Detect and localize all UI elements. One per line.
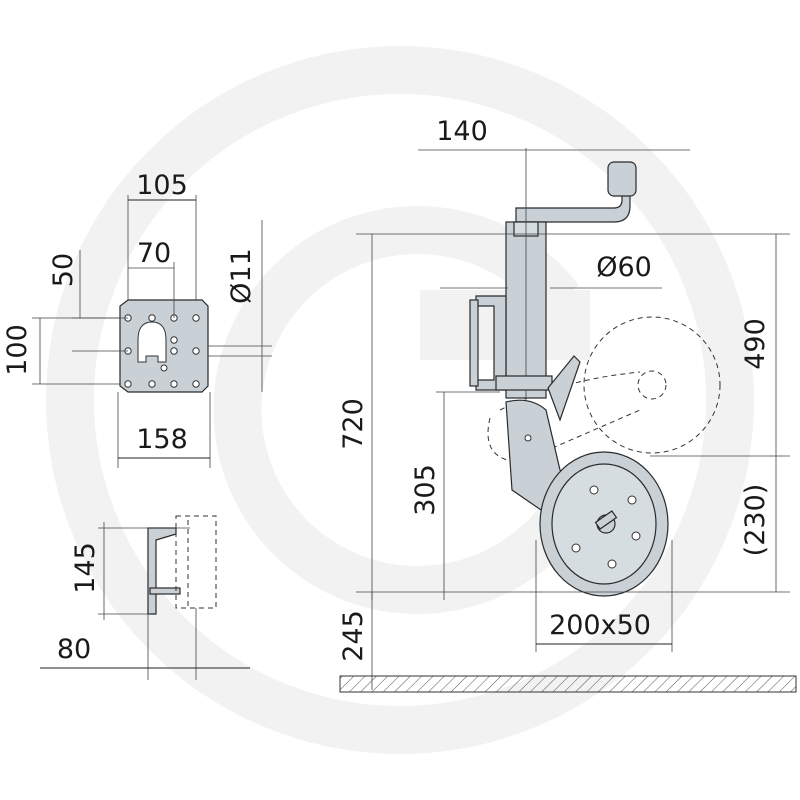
dim-dia-11: Ø11 [226,248,257,304]
bracket-side-view [40,515,250,680]
dim-490: 490 [740,318,771,370]
dim-dia-60: Ø60 [596,252,652,283]
dim-105: 105 [136,170,188,201]
dim-145: 145 [70,542,101,594]
dim-50: 50 [48,253,79,287]
mounting-plate-view [32,195,272,468]
dim-80: 80 [57,634,91,665]
bracket-dashed-outline [175,515,217,609]
handle-grip [607,161,637,197]
dim-70: 70 [137,238,171,269]
wheel [539,451,669,597]
dim-158: 158 [136,424,188,455]
dimension-labels: 105 70 50 100 Ø11 158 145 80 140 Ø60 720… [2,116,771,665]
plate-slot [137,321,167,363]
dim-140: 140 [436,116,488,147]
ground-surface [339,675,797,693]
watermark-logo [46,46,754,754]
dim-100: 100 [2,324,33,376]
dim-230: (230) [740,484,771,557]
dim-200x50: 200x50 [549,610,651,641]
dim-245: 245 [338,610,369,662]
dim-720: 720 [338,398,369,450]
jockey-wheel-view [356,148,790,690]
dim-305: 305 [410,464,441,516]
